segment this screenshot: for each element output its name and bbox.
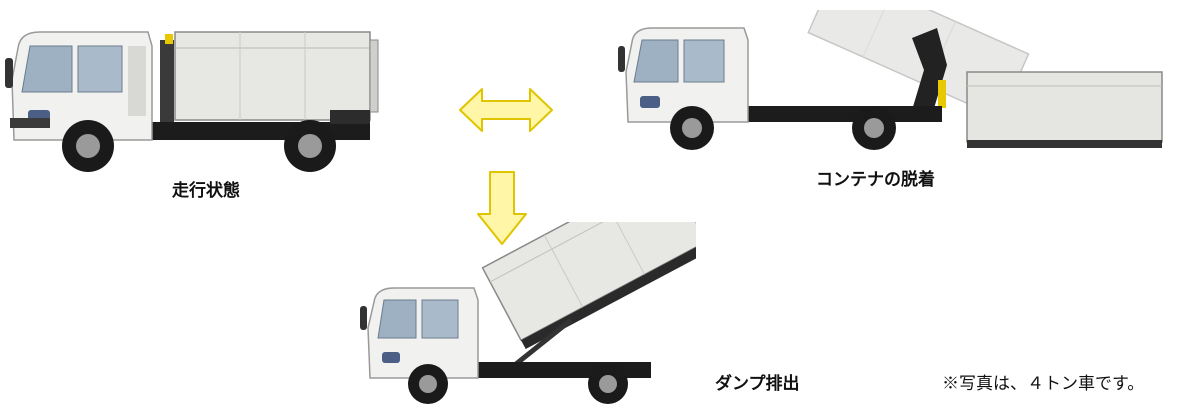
truck-driving-photo [5,31,379,172]
truck-container-detach-photo [618,10,1163,150]
down-arrow-icon [477,171,527,245]
caption-driving: 走行状態 [172,181,240,201]
left-right-arrow-icon [459,88,553,132]
truck-dump-photo [360,222,696,404]
photo-note: ※写真は、４トン車です。 [942,374,1145,394]
caption-dump: ダンプ排出 [715,374,800,394]
caption-container-detach: コンテナの脱着 [816,170,935,190]
